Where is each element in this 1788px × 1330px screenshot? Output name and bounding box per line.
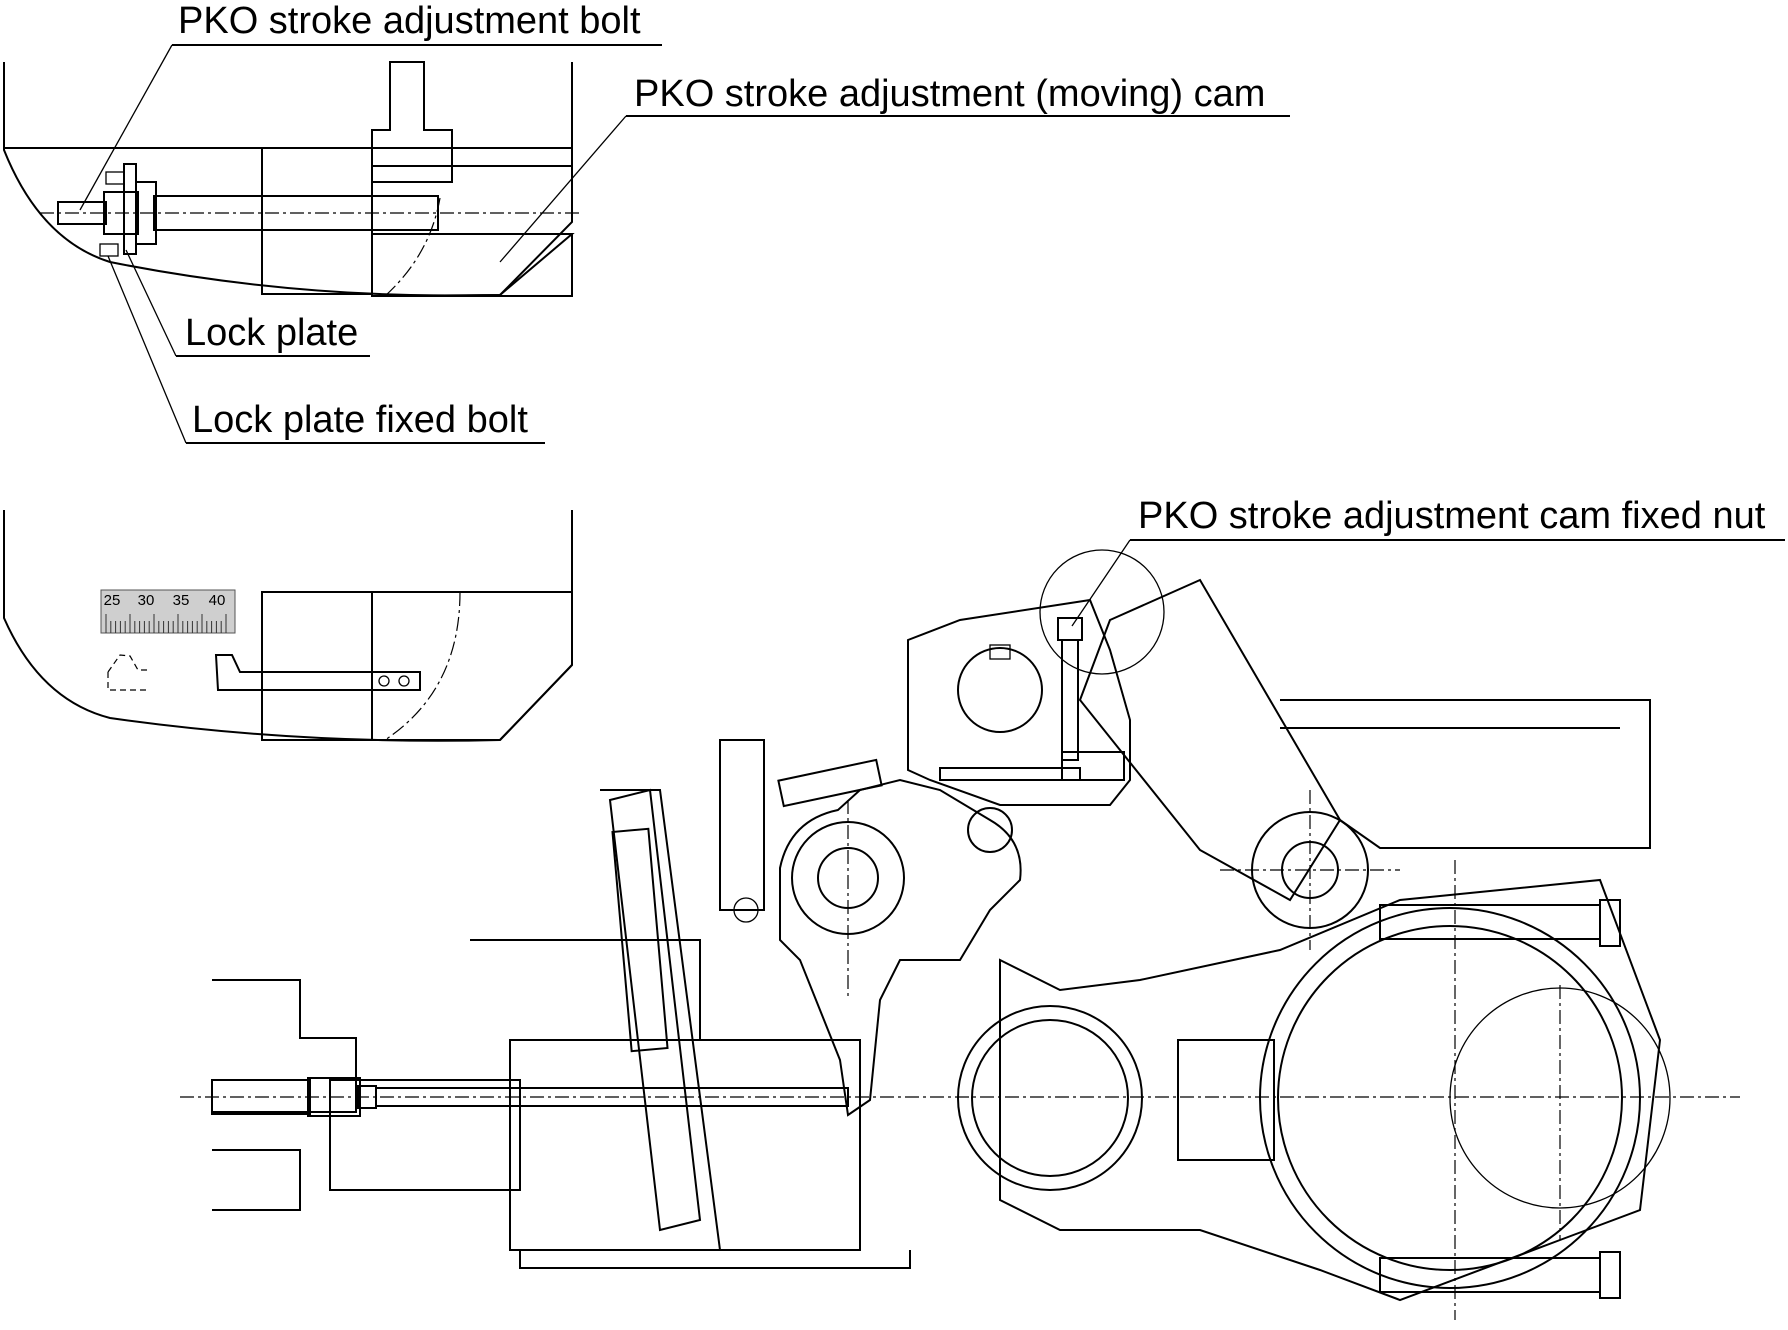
label-lock-plate-fixed-bolt: Lock plate fixed bolt <box>192 399 528 441</box>
callouts: PKO stroke adjustment bolt PKO stroke ad… <box>79 0 1785 627</box>
stroke-adjustment-bolt <box>40 163 580 257</box>
cam-fixed-nut <box>1057 617 1083 641</box>
pink-slider-top <box>371 61 453 183</box>
scale-label-35: 35 <box>173 592 190 609</box>
label-cam-fixed-nut: PKO stroke adjustment cam fixed nut <box>1138 495 1766 537</box>
scale-label-30: 30 <box>138 592 155 609</box>
scale-label-25: 25 <box>104 592 121 609</box>
scale-pointer <box>214 654 421 691</box>
top-detail-view <box>3 61 580 298</box>
label-moving-cam: PKO stroke adjustment (moving) cam <box>634 73 1265 115</box>
scale-label-40: 40 <box>209 592 226 609</box>
label-stroke-adjustment-bolt: PKO stroke adjustment bolt <box>178 0 641 42</box>
stroke-scale: 25 30 35 40 <box>100 589 236 634</box>
moving-cam-top <box>371 147 575 298</box>
main-assembly-view <box>180 549 1740 1320</box>
pko-lever <box>779 778 1022 1117</box>
label-lock-plate: Lock plate <box>185 312 358 354</box>
middle-detail-view: 25 30 35 40 <box>3 510 573 742</box>
moving-cam-middle <box>371 591 573 741</box>
lock-plate <box>123 163 137 255</box>
